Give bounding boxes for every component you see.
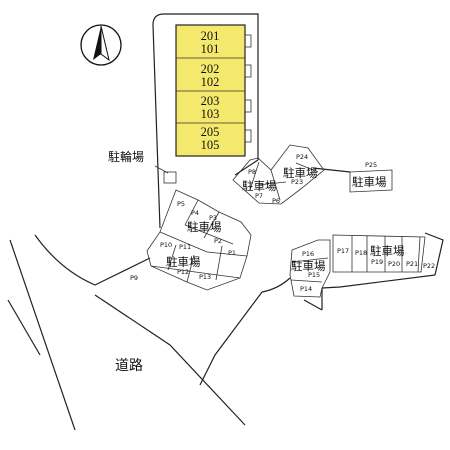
parking-lot-a: 駐車場 駐車場 P1 P2 P3 P4 P5 P10 P11 P12 P13 (146, 189, 252, 291)
space-p5: P5 (177, 200, 185, 208)
unit-203: 203 (201, 94, 220, 108)
parking-lot-a-label-2: 駐車場 (166, 255, 201, 269)
parking-lot-d: P14 P15 P16 駐車場 (289, 239, 331, 298)
space-p19: P19 (371, 258, 383, 266)
space-p13: P13 (199, 273, 211, 281)
bicycle-parking-label: 駐輪場 (108, 149, 144, 164)
space-p9: P9 (130, 274, 138, 282)
unit-101: 101 (201, 42, 220, 56)
apartment-building: 201 101 202 102 203 103 205 105 (175, 24, 252, 157)
north-arrow-icon (80, 24, 122, 66)
space-p18: P18 (355, 249, 367, 257)
space-p14: P14 (300, 285, 312, 293)
parking-lot-a-label: 駐車場 (187, 220, 222, 234)
unit-102: 102 (201, 75, 220, 89)
bicycle-parking: 駐輪場 (108, 149, 177, 184)
building-fill (175, 24, 246, 157)
parking-lot-e-label: 駐車場 (370, 244, 405, 258)
unit-202: 202 (201, 62, 220, 76)
parking-lot-d-label: 駐車場 (291, 259, 326, 273)
space-p2: P2 (214, 237, 222, 245)
space-p6: P6 (272, 197, 280, 205)
parking-lot-c-label: 駐車場 (352, 175, 387, 189)
unit-105: 105 (201, 138, 220, 152)
parking-lot-b-label-2: 駐車場 (283, 166, 318, 180)
space-p17: P17 (337, 247, 349, 255)
parking-lot-e: 駐車場 P17 P18 P19 P20 P21 P22 (332, 234, 435, 273)
space-p4: P4 (191, 209, 199, 217)
space-p12: P12 (177, 268, 189, 276)
space-p25: P25 (365, 161, 377, 169)
space-p16: P16 (302, 250, 314, 258)
space-p10: P10 (160, 241, 172, 249)
site-boundary (7, 13, 444, 431)
unit-205: 205 (201, 125, 220, 139)
parking-lot-b-label: 駐車場 (242, 179, 277, 193)
parking-lot-c: P25 駐車場 (349, 161, 393, 193)
unit-103: 103 (201, 107, 220, 121)
space-p11: P11 (179, 243, 191, 251)
space-p7: P7 (255, 192, 263, 200)
space-p1: P1 (228, 249, 236, 257)
space-p23: P23 (291, 178, 303, 186)
space-p20: P20 (388, 260, 400, 268)
space-p24: P24 (296, 153, 308, 161)
road-label: 道路 (115, 358, 143, 374)
space-p22: P22 (423, 262, 435, 270)
unit-201: 201 (201, 29, 220, 43)
space-p8: P8 (248, 168, 256, 176)
parking-lot-b: 駐車場 駐車場 P6 P7 P8 P23 P24 (232, 144, 325, 205)
space-p21: P21 (406, 260, 418, 268)
space-p3: P3 (209, 214, 217, 222)
space-p15: P15 (308, 271, 320, 279)
